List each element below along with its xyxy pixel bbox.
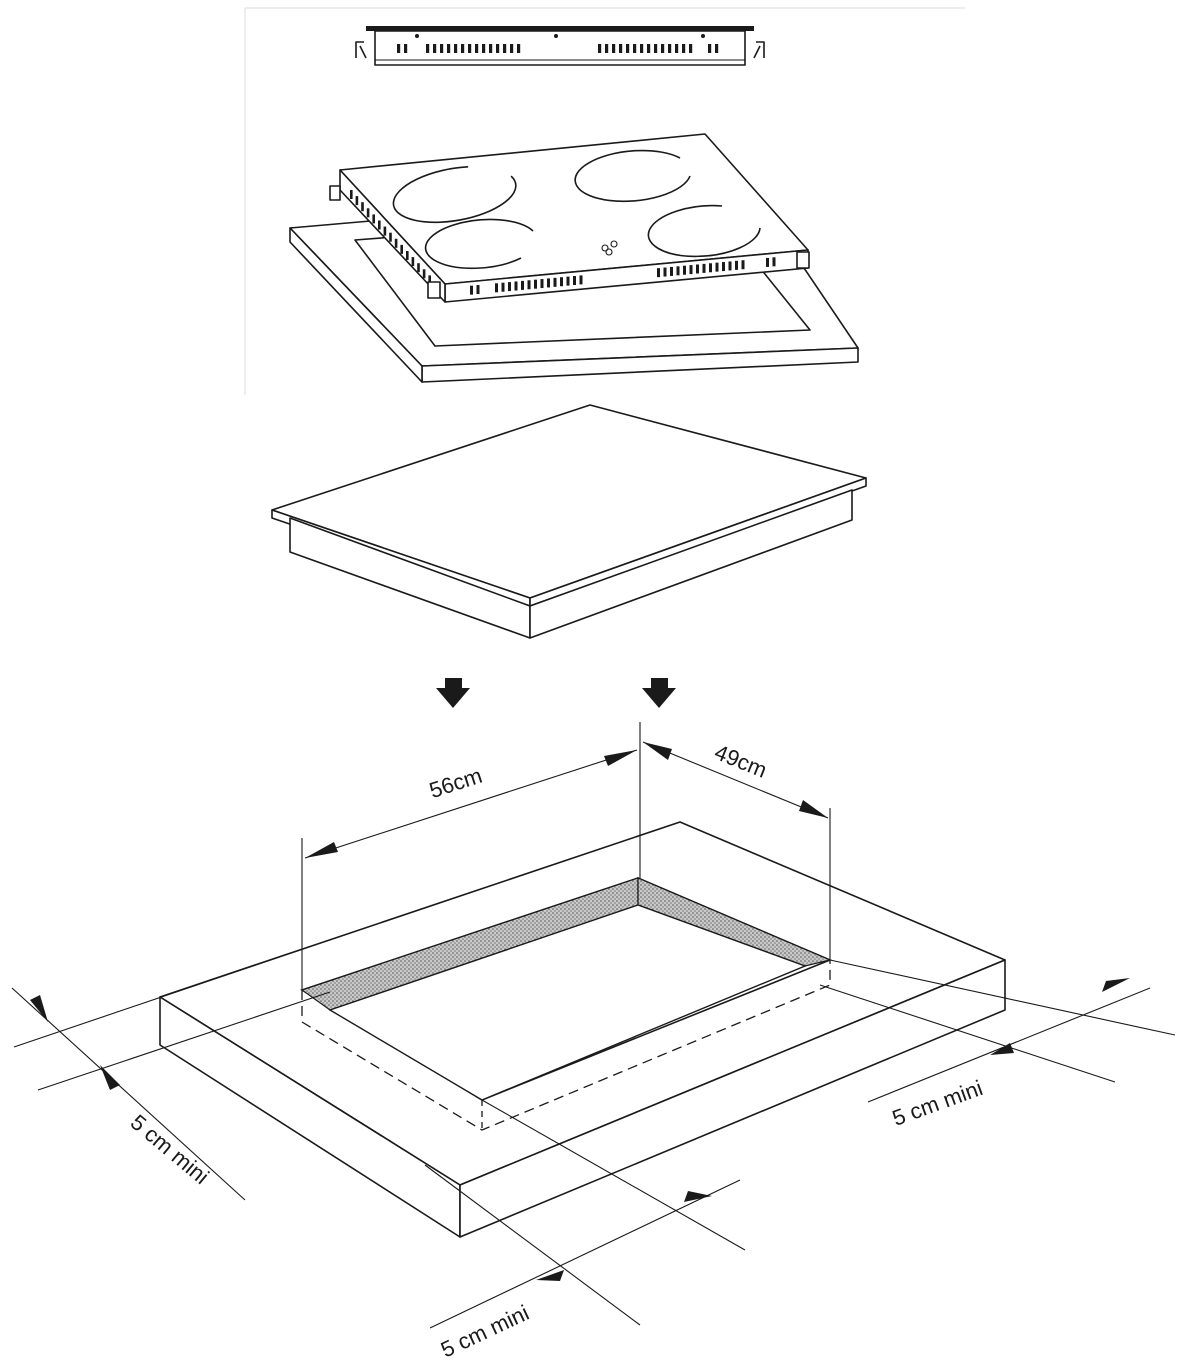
clip-back-left [329,185,341,201]
cooking-zone-front-left [424,218,534,270]
insert-direction-arrows [436,678,676,708]
hob-appliance [329,133,810,303]
fixing-clip-right [753,41,765,59]
down-arrow-icon [642,678,676,708]
cooking-zone-back-left [392,166,517,224]
assembled-hob [271,404,867,639]
cooking-zone-front-right [647,204,761,258]
depth-dimension-label: 49cm [711,739,770,782]
cooking-zone-back-right [574,149,691,203]
clearance-left-label: 5 cm mini [126,1109,214,1189]
clip-front-left [427,281,441,299]
control-panel-icon [601,240,618,256]
clearance-front-label: 5 cm mini [437,1300,533,1357]
width-dimension-label: 56cm [426,763,485,803]
down-arrow-icon [436,678,470,708]
arrow-icon [536,1270,564,1281]
hob-side-view [355,26,765,66]
arrow-icon [684,1191,712,1202]
fixing-clip-left [355,41,367,59]
arrow-icon [1102,978,1130,992]
clip-front-right [796,251,810,269]
arrow-icon [100,1065,120,1090]
arrow-icon [30,995,48,1022]
clearance-right-label: 5 cm mini [889,1075,986,1131]
worktop-cutout [300,877,833,1131]
arrow-icon [990,1043,1014,1055]
